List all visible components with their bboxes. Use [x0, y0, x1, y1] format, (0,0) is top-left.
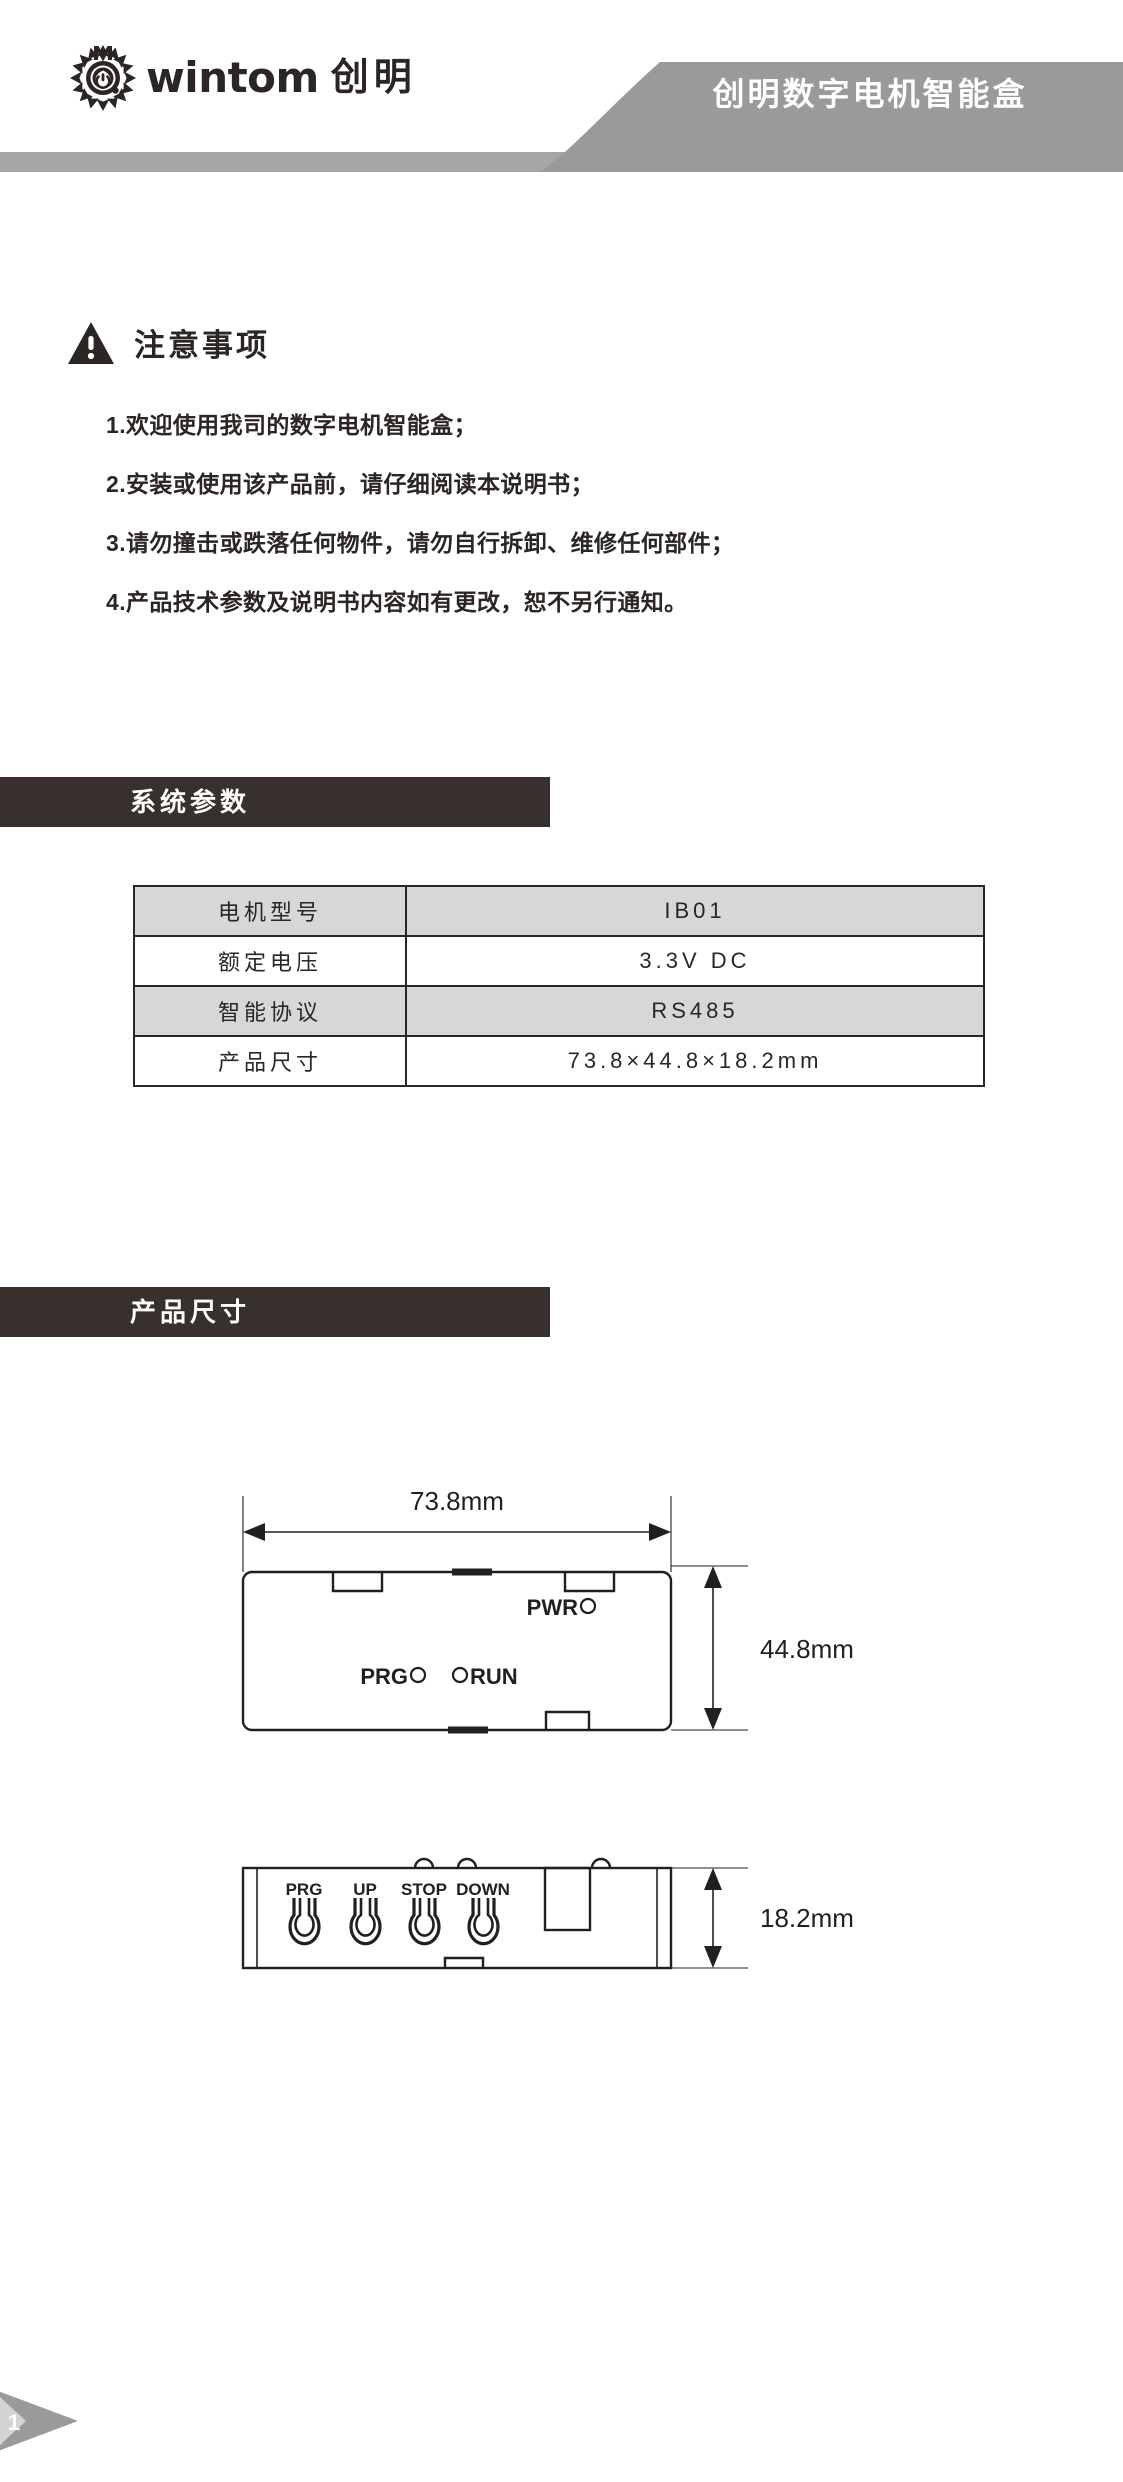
section-header-product-dimensions-label: 产品尺寸: [130, 1297, 251, 1327]
table-row: 电机型号 IB01: [133, 885, 985, 937]
led-label-run: RUN: [470, 1664, 518, 1689]
spec-value: 3.3V DC: [405, 935, 985, 987]
warning-triangle-icon: [68, 321, 114, 364]
spec-key: 产品尺寸: [133, 1035, 407, 1087]
table-row: 智能协议 RS485: [133, 985, 985, 1037]
spec-key: 额定电压: [133, 935, 407, 987]
button-label-stop: STOP: [401, 1880, 447, 1899]
brand-logo: wintom 创明: [70, 43, 417, 113]
spec-table: 电机型号 IB01 额定电压 3.3V DC 智能协议 RS485 产品尺寸 7…: [133, 885, 985, 1087]
notice-list-item: 3.请勿撞击或跌落任何物件，请勿自行拆卸、维修任何部件；: [106, 530, 735, 556]
notice-list-item: 2.安装或使用该产品前，请仔细阅读本说明书；: [106, 471, 594, 497]
notice-heading: 注意事项: [68, 320, 270, 365]
sun-power-logo-icon: [70, 45, 136, 111]
table-row: 额定电压 3.3V DC: [133, 935, 985, 987]
spec-value: IB01: [405, 885, 985, 937]
spec-value: 73.8×44.8×18.2mm: [405, 1035, 985, 1087]
header-banner-title: 创明数字电机智能盒: [712, 76, 1028, 112]
led-label-prg: PRG: [360, 1664, 408, 1689]
section-header-system-parameters-label: 系统参数: [130, 787, 251, 817]
section-header-product-dimensions: 产品尺寸: [0, 1287, 550, 1337]
brand-logo-wordmark: wintom: [146, 53, 319, 102]
notice-list-item: 4.产品技术参数及说明书内容如有更改，恕不另行通知。: [106, 589, 688, 615]
button-label-up: UP: [353, 1880, 377, 1899]
product-dimension-drawing: 73.8mm 44.8mm 18.2mm PWR PRG RUN PRG UP …: [0, 1400, 1123, 2100]
notice-list-item: 1.欢迎使用我司的数字电机智能盒；: [106, 412, 477, 438]
section-header-system-parameters: 系统参数: [0, 777, 550, 827]
button-label-prg: PRG: [286, 1880, 323, 1899]
page-footer: 1: [0, 2360, 1123, 2482]
top-view-width-label: 73.8mm: [410, 1486, 504, 1516]
spec-key: 智能协议: [133, 985, 407, 1037]
notice-list: 1.欢迎使用我司的数字电机智能盒； 2.安装或使用该产品前，请仔细阅读本说明书；…: [106, 408, 1056, 644]
spec-key: 电机型号: [133, 885, 407, 937]
side-view-height-label: 18.2mm: [760, 1903, 854, 1933]
footer-dark-arrow: [0, 2391, 78, 2451]
button-label-down: DOWN: [456, 1880, 510, 1899]
footer-page-number: 1: [8, 2410, 20, 2435]
page-header: 创明数字电机智能盒: [0, 0, 1123, 180]
top-view-height-label: 44.8mm: [760, 1634, 854, 1664]
spec-value: RS485: [405, 985, 985, 1037]
brand-logo-chinese: 创明: [330, 57, 417, 99]
led-label-pwr: PWR: [527, 1595, 578, 1620]
notice-title: 注意事项: [134, 328, 270, 363]
table-row: 产品尺寸 73.8×44.8×18.2mm: [133, 1035, 985, 1087]
